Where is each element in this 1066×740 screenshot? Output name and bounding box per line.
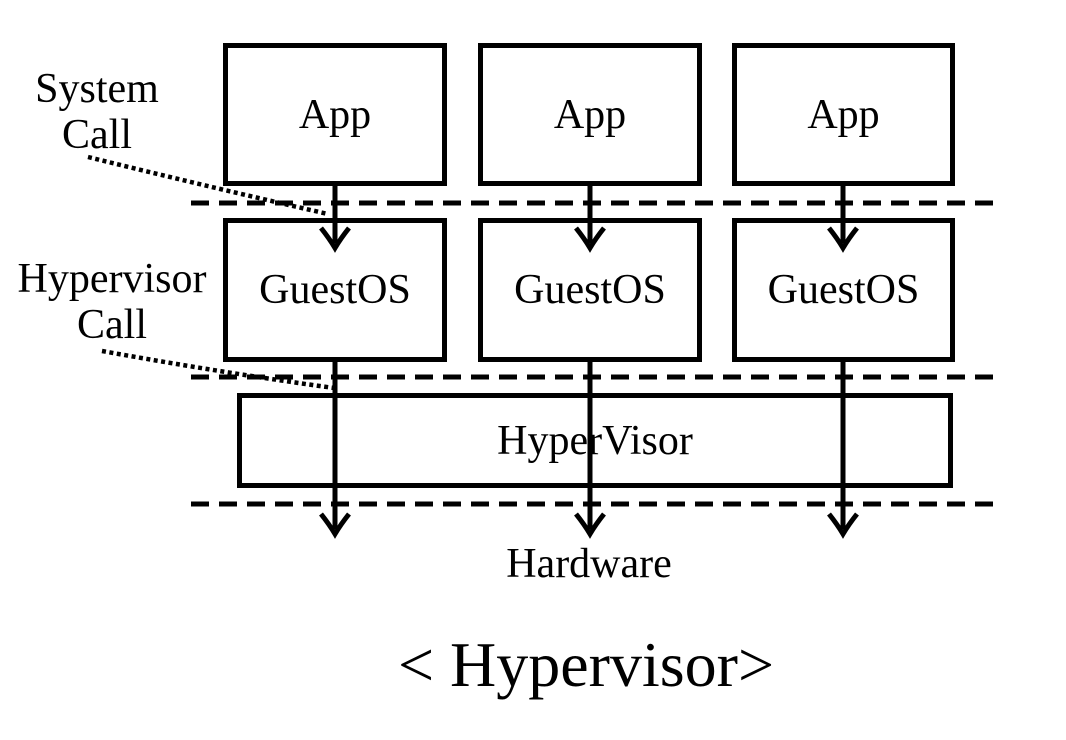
app-box-2-label: App xyxy=(553,91,627,138)
guestos-box-3: GuestOS xyxy=(732,218,955,362)
app-box-1: App xyxy=(223,43,447,186)
guestos-box-2: GuestOS xyxy=(478,218,702,362)
system-call-label-line1: System xyxy=(35,66,159,112)
system-call-label: System Call xyxy=(21,66,173,158)
hypervisor-box: HyperVisor xyxy=(237,393,953,488)
guestos-box-1: GuestOS xyxy=(223,218,447,362)
down-arrowhead-icon xyxy=(319,512,351,539)
hypervisor-box-label: HyperVisor xyxy=(497,417,693,464)
down-arrowhead-icon xyxy=(574,512,606,539)
guestos-box-3-label: GuestOS xyxy=(767,267,920,313)
system-call-label-line2: Call xyxy=(62,112,132,158)
app-box-3-label: App xyxy=(807,91,880,138)
app-box-3: App xyxy=(732,43,955,186)
guestos-box-2-label: GuestOS xyxy=(514,267,666,313)
hypervisor-call-label-line2: Call xyxy=(77,302,147,348)
diagram-caption: < Hypervisor> xyxy=(397,629,775,700)
hypervisor-call-label-line1: Hypervisor xyxy=(17,256,207,302)
hardware-label: Hardware xyxy=(506,541,672,587)
hypervisor-call-label: Hypervisor Call xyxy=(7,256,217,348)
guestos-box-1-label: GuestOS xyxy=(259,267,411,313)
app-box-1-label: App xyxy=(298,91,372,138)
app-box-2: App xyxy=(478,43,702,186)
down-arrowhead-icon xyxy=(827,512,859,539)
